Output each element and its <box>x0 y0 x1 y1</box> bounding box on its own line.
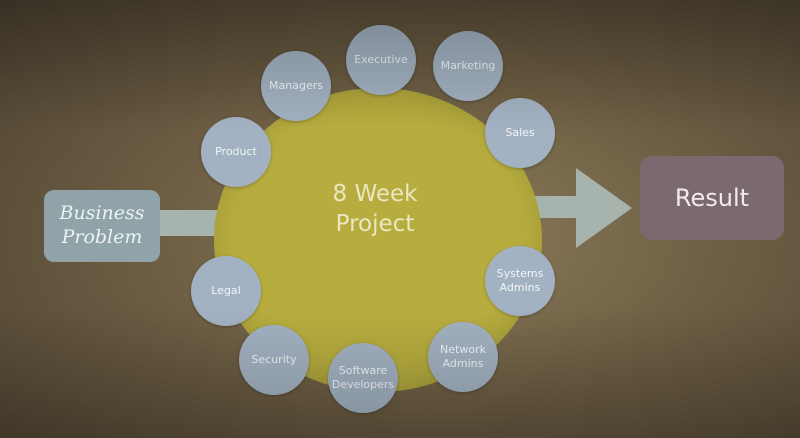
stakeholder-sales: Sales <box>485 98 555 168</box>
stakeholder-marketing: Marketing <box>433 31 503 101</box>
stakeholder-software-developers: Software Developers <box>328 343 398 413</box>
stakeholder-executive: Executive <box>346 25 416 95</box>
stakeholder-product: Product <box>201 117 271 187</box>
project-label: 8 Week Project <box>332 181 418 237</box>
result-label: Result <box>674 184 750 212</box>
stakeholder-managers: Managers <box>261 51 331 121</box>
stakeholder-security: Security <box>239 325 309 395</box>
business-problem-box: Business Problem <box>44 190 160 262</box>
stakeholder-systems-admins: Systems Admins <box>485 246 555 316</box>
stakeholder-legal: Legal <box>191 256 261 326</box>
input-arrow <box>160 210 220 236</box>
result-box: Result <box>640 156 784 240</box>
output-arrowhead <box>576 168 632 248</box>
business-problem-label: Business Problem <box>59 202 145 248</box>
stakeholder-network-admins: Network Admins <box>428 322 498 392</box>
